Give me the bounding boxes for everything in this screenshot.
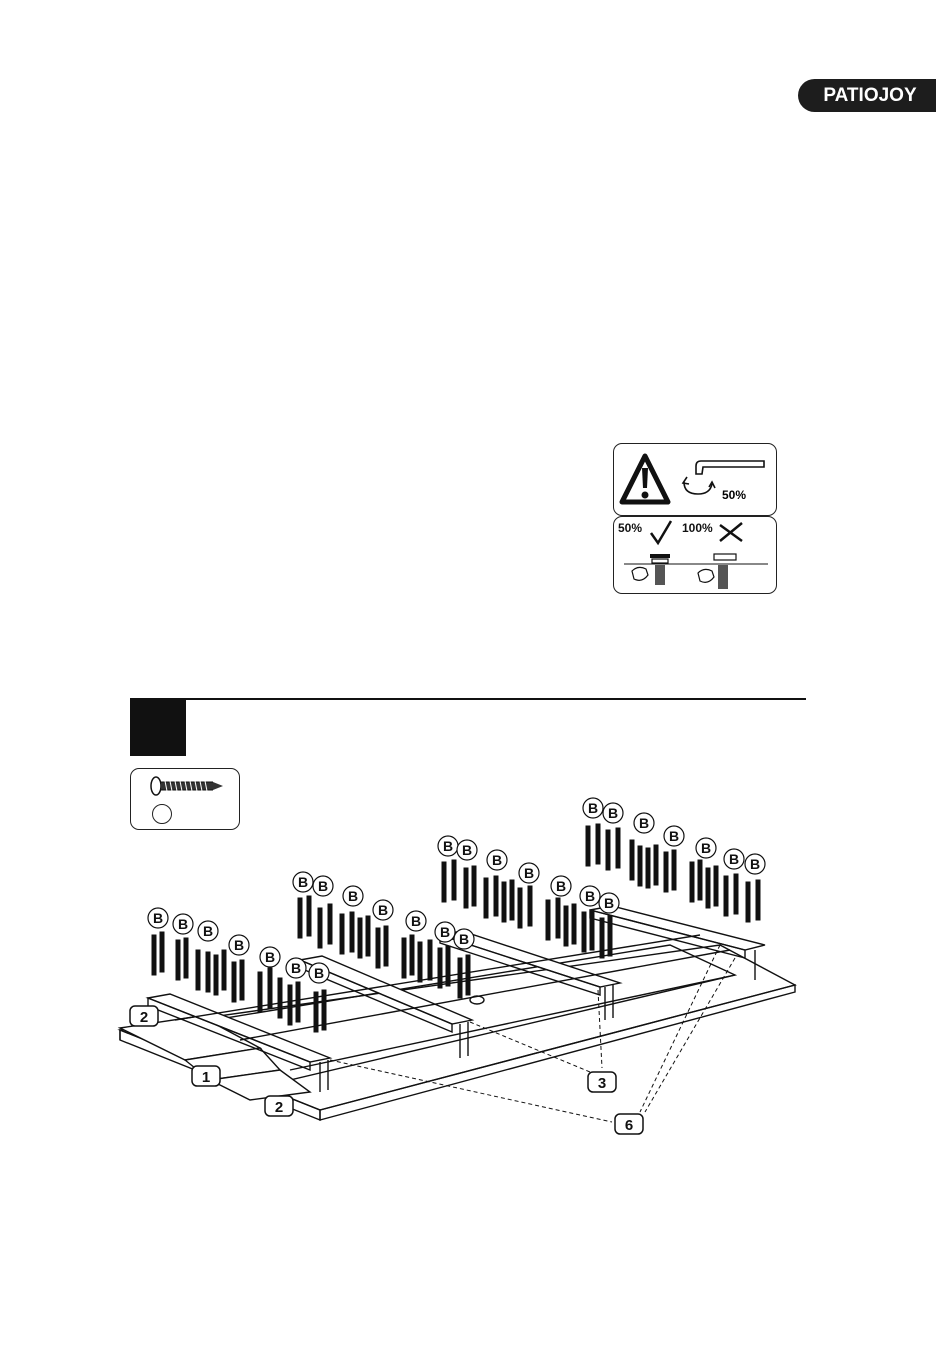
screw-label: B — [459, 931, 469, 947]
screw-label: B — [585, 888, 595, 904]
screw-label: B — [729, 851, 739, 867]
screw-label: B — [608, 805, 618, 821]
part-label-1: 1 — [202, 1069, 210, 1086]
part-label-3: 3 — [598, 1075, 606, 1092]
screw-label: B — [669, 828, 679, 844]
screw-label: B — [178, 916, 188, 932]
part-label-6: 6 — [625, 1117, 633, 1134]
screw-label: B — [314, 965, 324, 981]
screw-label: B — [524, 865, 534, 881]
screw-label: B — [556, 878, 566, 894]
screw-label: B — [234, 937, 244, 953]
part-label-2: 2 — [275, 1099, 283, 1116]
screw-label: B — [411, 913, 421, 929]
screw-label: B — [443, 838, 453, 854]
screw-label: B — [298, 874, 308, 890]
screw-label: B — [588, 800, 598, 816]
screw-label: B — [639, 815, 649, 831]
screw-label: B — [750, 856, 760, 872]
screw-label: B — [348, 888, 358, 904]
screw-label: B — [492, 852, 502, 868]
screw-label: B — [203, 923, 213, 939]
screw-label: B — [153, 910, 163, 926]
screw-label: B — [440, 924, 450, 940]
screw-label: B — [701, 840, 711, 856]
screw-label: B — [462, 842, 472, 858]
screw-label: B — [378, 902, 388, 918]
screw-label: B — [291, 960, 301, 976]
screw-label: B — [265, 949, 275, 965]
screw-label: B — [604, 895, 614, 911]
part-label-2: 2 — [140, 1009, 148, 1026]
screw-label: B — [318, 878, 328, 894]
